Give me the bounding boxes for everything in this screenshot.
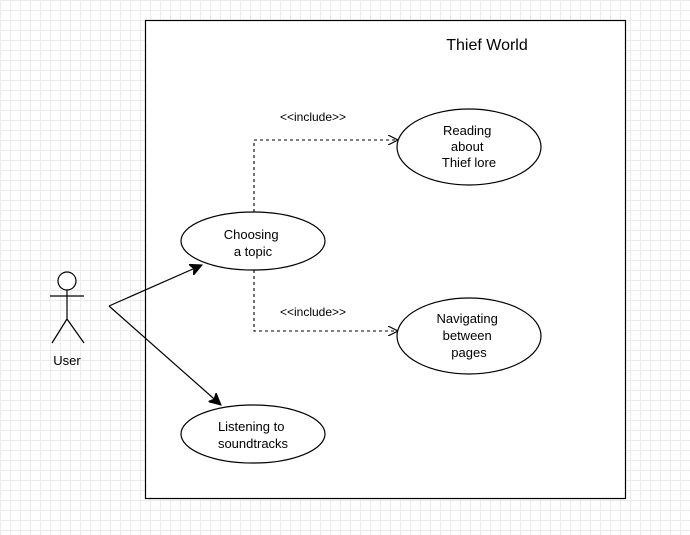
include-edge-reading[interactable] bbox=[253, 140, 398, 212]
use-case-navigating-pages[interactable]: Navigating between pages bbox=[396, 297, 542, 375]
association-choosing[interactable] bbox=[108, 265, 202, 307]
use-case-navigating-label: Navigating between pages bbox=[436, 311, 501, 360]
include-label-top: <<include>> bbox=[280, 110, 346, 124]
system-title: Thief World bbox=[446, 37, 528, 54]
actor-user[interactable] bbox=[50, 271, 85, 344]
include-edge-navigating[interactable] bbox=[253, 270, 398, 331]
use-case-listening-soundtracks[interactable]: Listening to soundtracks bbox=[180, 404, 326, 464]
actor-label: User bbox=[53, 353, 81, 368]
use-case-choosing-topic[interactable]: Choosing a topic bbox=[180, 211, 326, 271]
use-case-listening-label: Listening to soundtracks bbox=[218, 419, 289, 451]
actor-right-leg bbox=[66, 318, 85, 344]
include-label-bottom: <<include>> bbox=[280, 305, 346, 319]
actor-left-leg bbox=[51, 318, 68, 344]
association-listening[interactable] bbox=[108, 305, 221, 405]
actor-head bbox=[57, 271, 77, 291]
use-case-choosing-label: Choosing a topic bbox=[224, 227, 283, 259]
use-case-reading-lore[interactable]: Reading about Thief lore bbox=[396, 108, 542, 186]
use-case-reading-label: Reading about Thief lore bbox=[442, 123, 496, 170]
